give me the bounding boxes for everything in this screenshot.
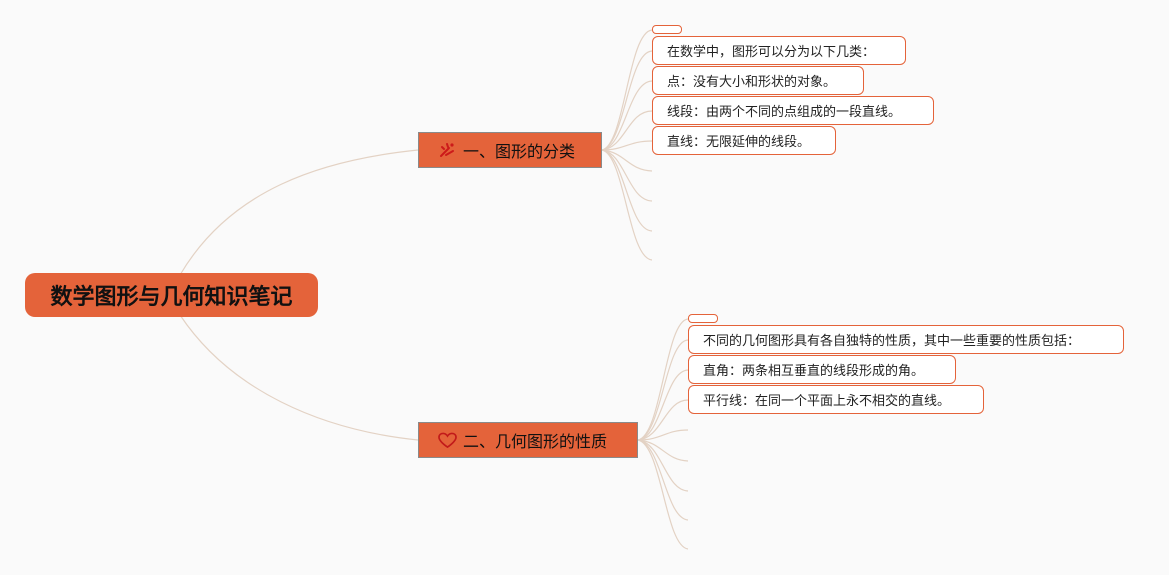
connector-b2-empty-2 (637, 439, 689, 462)
connector-b1-empty-3 (601, 149, 653, 232)
topic-shape-categories-intro[interactable]: 在数学中，图形可以分为以下几类： (652, 36, 906, 65)
topic-parallel-lines-definition[interactable]: 平行线：在同一个平面上永不相交的直线。 (688, 385, 984, 414)
connector-b2-empty-5 (637, 439, 689, 550)
connector-b2-stub (637, 318, 689, 441)
connector-root-branch-2 (179, 314, 419, 441)
chemistry-tools-icon (437, 140, 457, 160)
connector-b2-empty-3 (637, 439, 689, 492)
branch-shape-properties[interactable]: 二、几何图形的性质 (418, 422, 638, 458)
connector-b1-item-4 (601, 140, 653, 151)
connector-b1-empty-2 (601, 149, 653, 202)
connector-b1-item-1 (601, 50, 653, 151)
topic-segment-definition[interactable]: 线段：由两个不同的点组成的一段直线。 (652, 96, 934, 125)
topic-properties-intro[interactable]: 不同的几何图形具有各自独特的性质，其中一些重要的性质包括： (688, 325, 1124, 354)
connector-b2-item-2 (637, 369, 689, 441)
empty-topic[interactable] (652, 25, 682, 34)
connector-b2-empty-1 (637, 429, 689, 441)
topic-right-angle-definition[interactable]: 直角：两条相互垂直的线段形成的角。 (688, 355, 956, 384)
branch-shape-classification[interactable]: 一、图形的分类 (418, 132, 602, 168)
branch-label: 二、几何图形的性质 (463, 432, 608, 451)
connector-b1-empty-4 (601, 149, 653, 261)
branch-label: 一、图形的分类 (463, 142, 576, 161)
connector-b2-empty-4 (637, 439, 689, 521)
connector-b1-item-2 (601, 80, 653, 151)
connector-b1-item-3 (601, 110, 653, 151)
topic-line-definition[interactable]: 直线：无限延伸的线段。 (652, 126, 836, 155)
connector-root-branch-1 (179, 149, 419, 276)
heart-icon (437, 430, 457, 450)
connector-b1-stub (601, 29, 653, 151)
root-topic[interactable]: 数学图形与几何知识笔记 (25, 273, 318, 317)
empty-topic[interactable] (688, 314, 718, 323)
connector-b1-empty-1 (601, 149, 653, 172)
connector-b2-item-3 (637, 399, 689, 441)
connector-b2-item-1 (637, 339, 689, 441)
topic-point-definition[interactable]: 点：没有大小和形状的对象。 (652, 66, 864, 95)
